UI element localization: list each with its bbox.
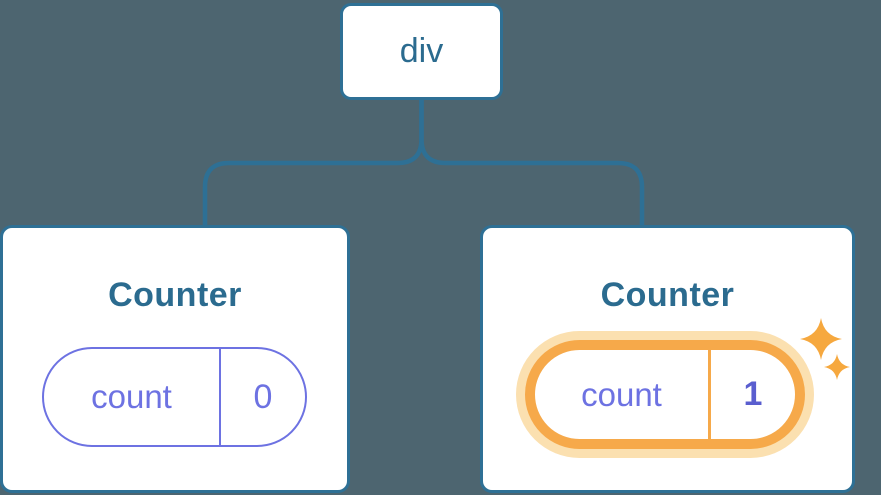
- state-name: count: [535, 350, 711, 439]
- tree-node-counter-second: Counter count 1: [480, 225, 855, 493]
- state-pill-highlighted: count 1: [525, 340, 805, 449]
- tree-node-div: div: [340, 3, 503, 100]
- connector-right-branch: [419, 100, 645, 227]
- state-value: 0: [253, 377, 273, 416]
- state-value: 1: [743, 375, 763, 413]
- component-title: Counter: [600, 276, 735, 314]
- component-title: Counter: [108, 276, 242, 314]
- state-name: count: [44, 349, 221, 445]
- tree-node-counter-first: Counter count 0: [0, 225, 350, 493]
- state-pill: count 0: [42, 347, 307, 447]
- root-node-label: div: [399, 32, 444, 70]
- connector-left-branch: [202, 100, 424, 227]
